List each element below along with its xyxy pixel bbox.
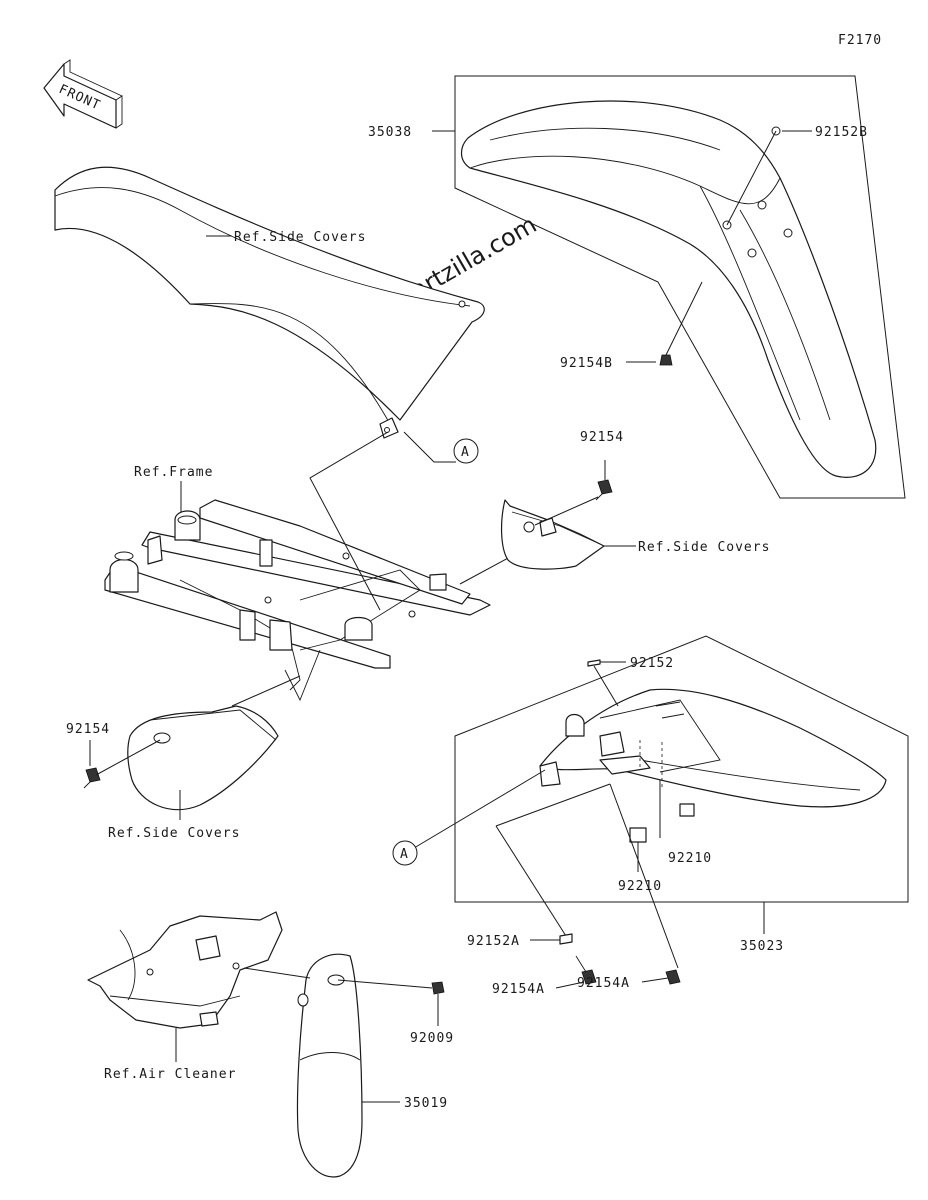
callout-92152: 92152 [630,656,674,671]
screw-92154b-icon [659,354,673,366]
callout-35023: 35023 [740,939,784,954]
side-plate-35019 [296,953,363,1178]
connector-a-upper [453,438,479,464]
callout-92154-left: 92154 [66,722,110,737]
connector-a-lower [392,840,418,866]
air-cleaner-housing [87,911,283,1029]
callout-92152a: 92152A [467,934,520,949]
ref-left-side-covers: Ref.Side Covers [108,826,240,841]
connector-a-lower-label: A [400,847,409,862]
front-arrow-icon: FRONT [43,59,123,129]
nut-92210-right-icon [679,803,695,817]
right-side-cover [501,499,605,570]
callout-92009: 92009 [410,1031,454,1046]
bolt-92154-upper-icon [595,479,613,501]
washer-92152a-icon [559,933,573,945]
figure-code: F2170 [838,33,882,48]
bolt-92154-left-icon [83,767,101,789]
callout-92154a-2: 92154A [577,976,630,991]
ref-right-side-covers: Ref.Side Covers [638,540,770,555]
left-side-cover [127,705,279,811]
rear-fender-35023 [539,688,887,808]
bolt-92154a-1-icon [575,955,597,985]
front-fender-35038 [460,100,877,478]
front-fender-group-box [454,75,906,499]
connector-a-upper-label: A [461,445,470,460]
ref-air-cleaner: Ref.Air Cleaner [104,1067,236,1082]
callout-35019: 35019 [404,1096,448,1111]
rear-fender-group-box [454,635,909,903]
clip-92152-icon [587,659,601,667]
callout-35038: 35038 [368,125,412,140]
bolt-92154a-2-icon [665,969,681,985]
seat [54,166,485,439]
screw-92009-icon [431,981,445,995]
callout-92210-b: 92210 [618,879,662,894]
callout-92152b: 92152B [815,125,868,140]
frame [104,499,491,702]
callout-92154b: 92154B [560,356,613,371]
nut-92210-left-icon [629,827,647,843]
callout-92154-upper: 92154 [580,430,624,445]
callout-92154a-1: 92154A [492,982,545,997]
ref-seat-side-covers: Ref.Side Covers [234,230,366,245]
ref-frame: Ref.Frame [134,465,213,480]
callout-92210-a: 92210 [668,851,712,866]
